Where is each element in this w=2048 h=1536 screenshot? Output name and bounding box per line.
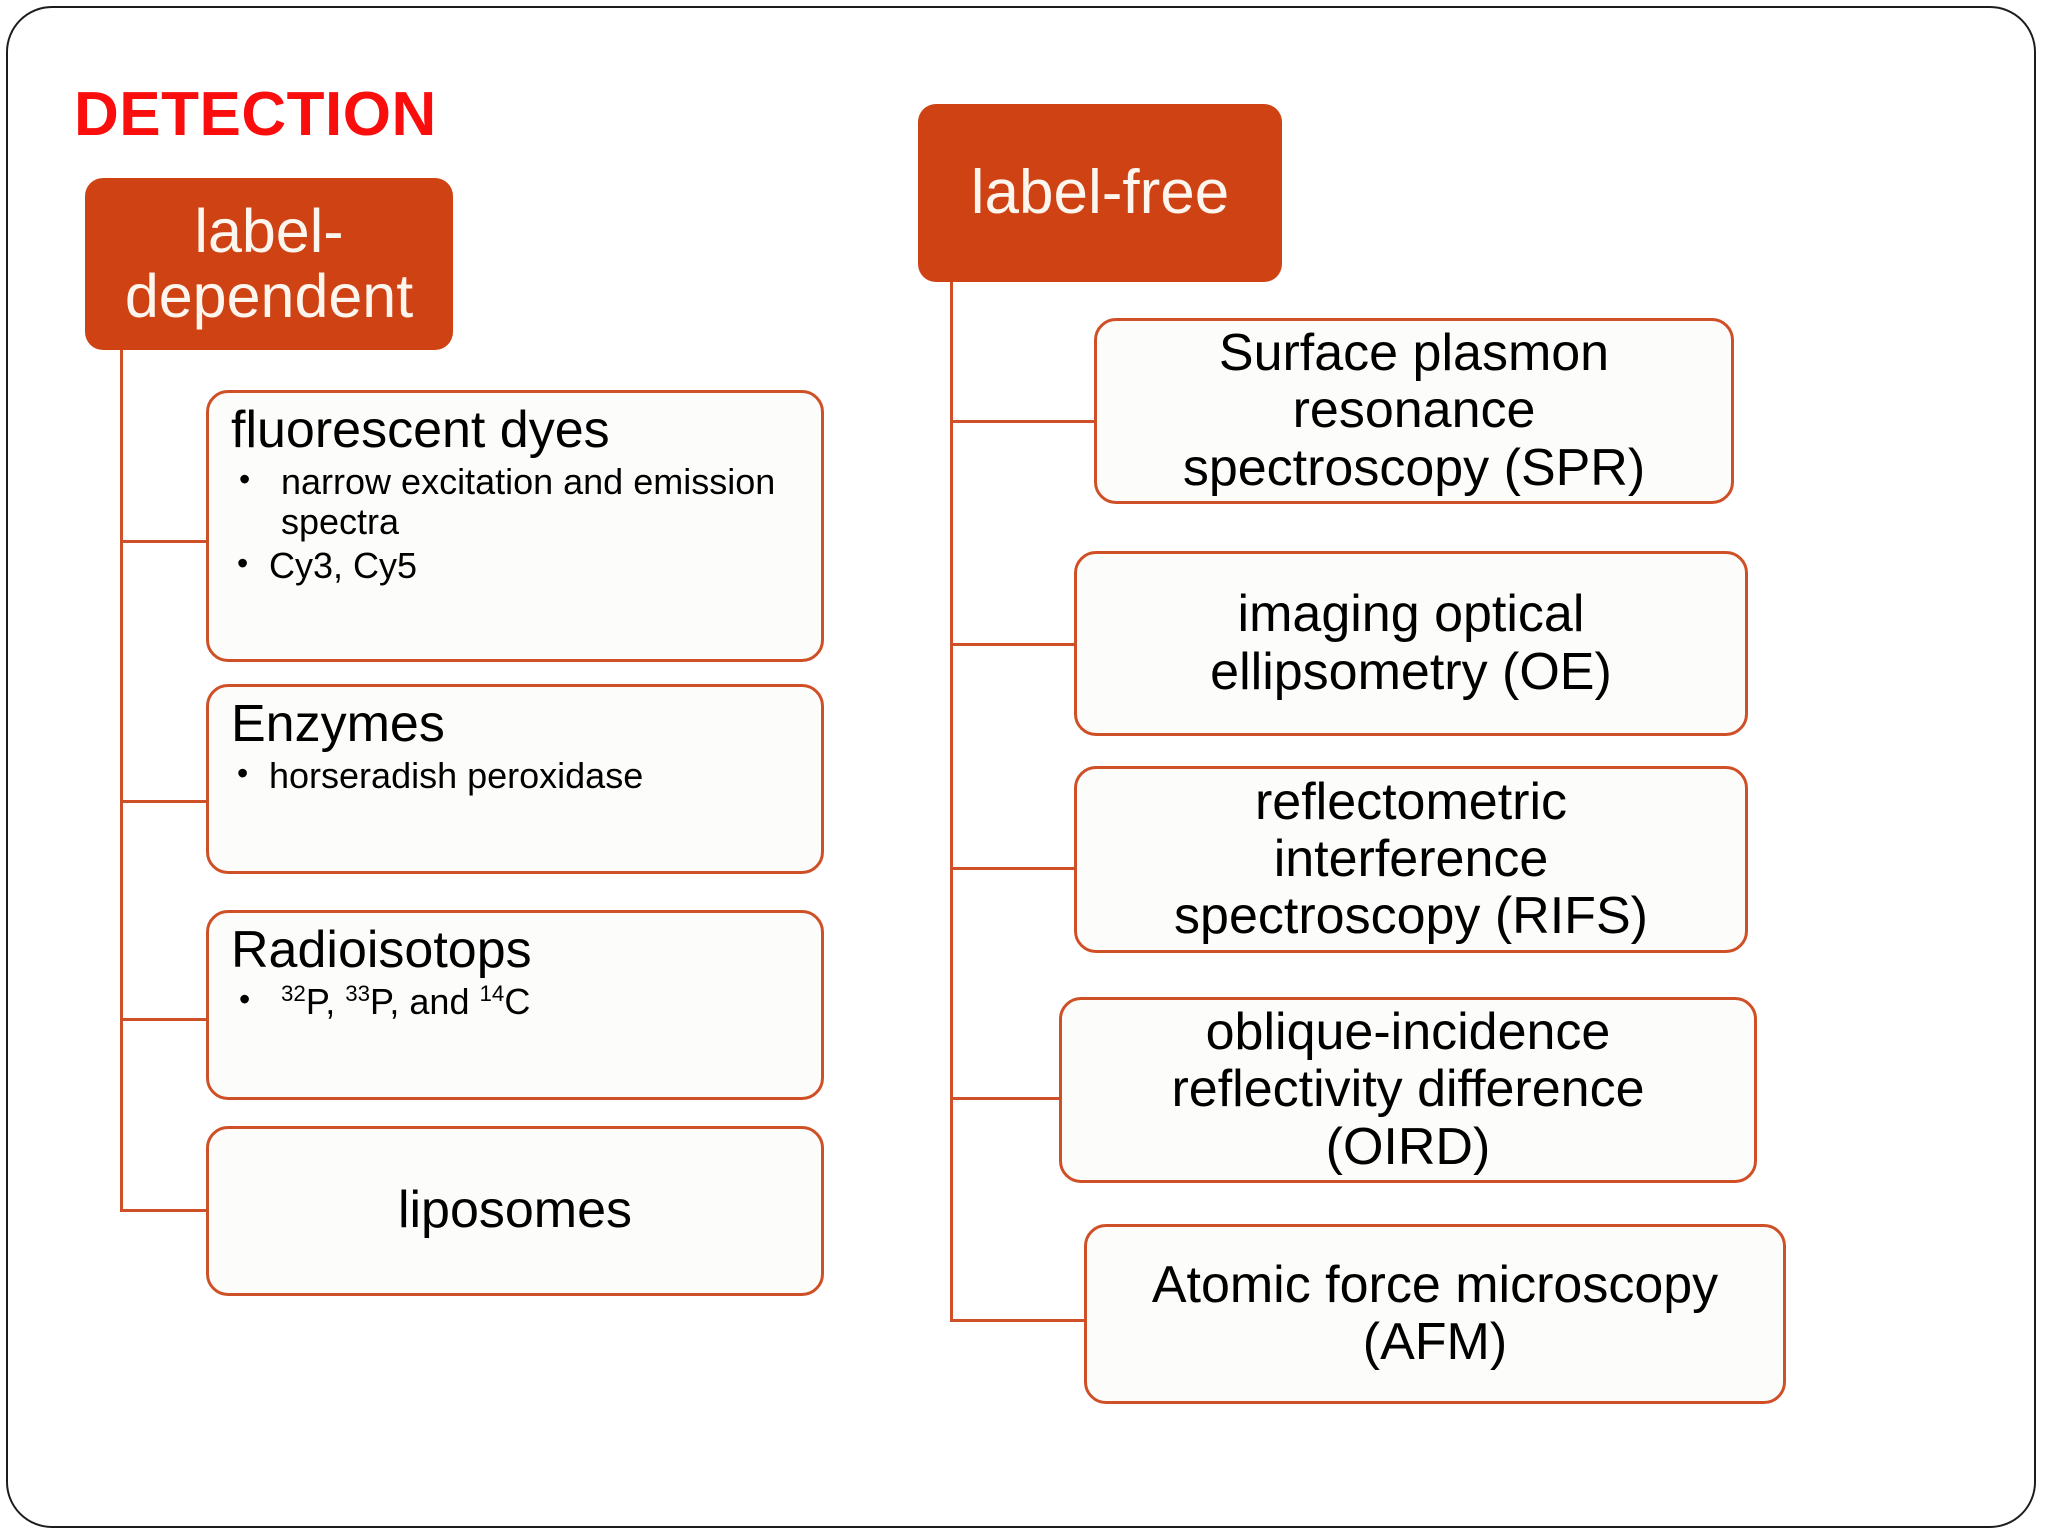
node-oe-body: imaging optical ellipsometry (OE) (1077, 554, 1745, 733)
connector-stub-rifs (950, 867, 1074, 870)
list-item: 32P, 33P, and 14C (233, 980, 807, 1022)
connector-stub-fluorescent-dyes (120, 540, 208, 543)
node-rifs-body: reflectometric interference spectroscopy… (1077, 769, 1745, 950)
node-enzymes[interactable]: Enzymes horseradish peroxidase (206, 684, 824, 874)
node-oird-body: oblique-incidence reflectivity differenc… (1062, 1000, 1754, 1180)
node-radioisotops-title: Radioisotops (231, 921, 532, 979)
node-spr[interactable]: Surface plasmon resonance spectroscopy (… (1094, 318, 1734, 504)
connector-trunk-left (120, 350, 123, 1212)
node-spr-body: Surface plasmon resonance spectroscopy (… (1097, 321, 1731, 501)
node-radioisotops[interactable]: Radioisotops 32P, 33P, and 14C (206, 910, 824, 1100)
page-title: DETECTION (74, 80, 437, 149)
node-liposomes-body: liposomes (209, 1129, 821, 1293)
node-enzymes-title: Enzymes (231, 695, 445, 753)
connector-stub-afm (950, 1319, 1085, 1322)
node-afm-body: Atomic force microscopy (AFM) (1087, 1227, 1783, 1401)
node-oe-title: imaging optical ellipsometry (OE) (1210, 585, 1612, 701)
branch-header-label-dependent-text: label- dependent (124, 196, 414, 330)
connector-stub-enzymes (120, 800, 208, 803)
connector-stub-liposomes (120, 1209, 208, 1212)
node-rifs-title: reflectometric interference spectroscopy… (1174, 772, 1648, 946)
connector-stub-oe (950, 643, 1074, 646)
node-afm-title: Atomic force microscopy (AFM) (1151, 1255, 1719, 1371)
node-liposomes[interactable]: liposomes (206, 1126, 824, 1296)
node-enzymes-bullets: horseradish peroxidase (209, 754, 821, 796)
node-spr-title: Surface plasmon resonance spectroscopy (… (1182, 324, 1646, 497)
list-item: Cy3, Cy5 (233, 544, 807, 586)
branch-header-label-free-text: label-free (970, 157, 1230, 227)
node-rifs[interactable]: reflectometric interference spectroscopy… (1074, 766, 1748, 953)
node-afm[interactable]: Atomic force microscopy (AFM) (1084, 1224, 1786, 1404)
list-item: horseradish peroxidase (233, 754, 807, 796)
connector-trunk-right (950, 282, 953, 1319)
node-oird[interactable]: oblique-incidence reflectivity differenc… (1059, 997, 1757, 1183)
connector-stub-spr (950, 420, 1096, 423)
node-fluorescent-dyes-bullets: narrow excitation and emission spectra C… (209, 460, 821, 586)
node-oird-title: oblique-incidence reflectivity differenc… (1171, 1003, 1645, 1176)
connector-stub-oird (950, 1097, 1060, 1100)
node-radioisotops-bullets: 32P, 33P, and 14C (209, 980, 821, 1022)
branch-header-label-free[interactable]: label-free (918, 104, 1282, 282)
node-fluorescent-dyes[interactable]: fluorescent dyes narrow excitation and e… (206, 390, 824, 662)
list-item: narrow excitation and emission spectra (233, 460, 807, 543)
branch-header-label-dependent[interactable]: label- dependent (85, 178, 453, 350)
connector-stub-radioisotops (120, 1018, 208, 1021)
node-oe[interactable]: imaging optical ellipsometry (OE) (1074, 551, 1748, 736)
node-fluorescent-dyes-title: fluorescent dyes (231, 401, 610, 459)
node-liposomes-title: liposomes (397, 1181, 633, 1240)
